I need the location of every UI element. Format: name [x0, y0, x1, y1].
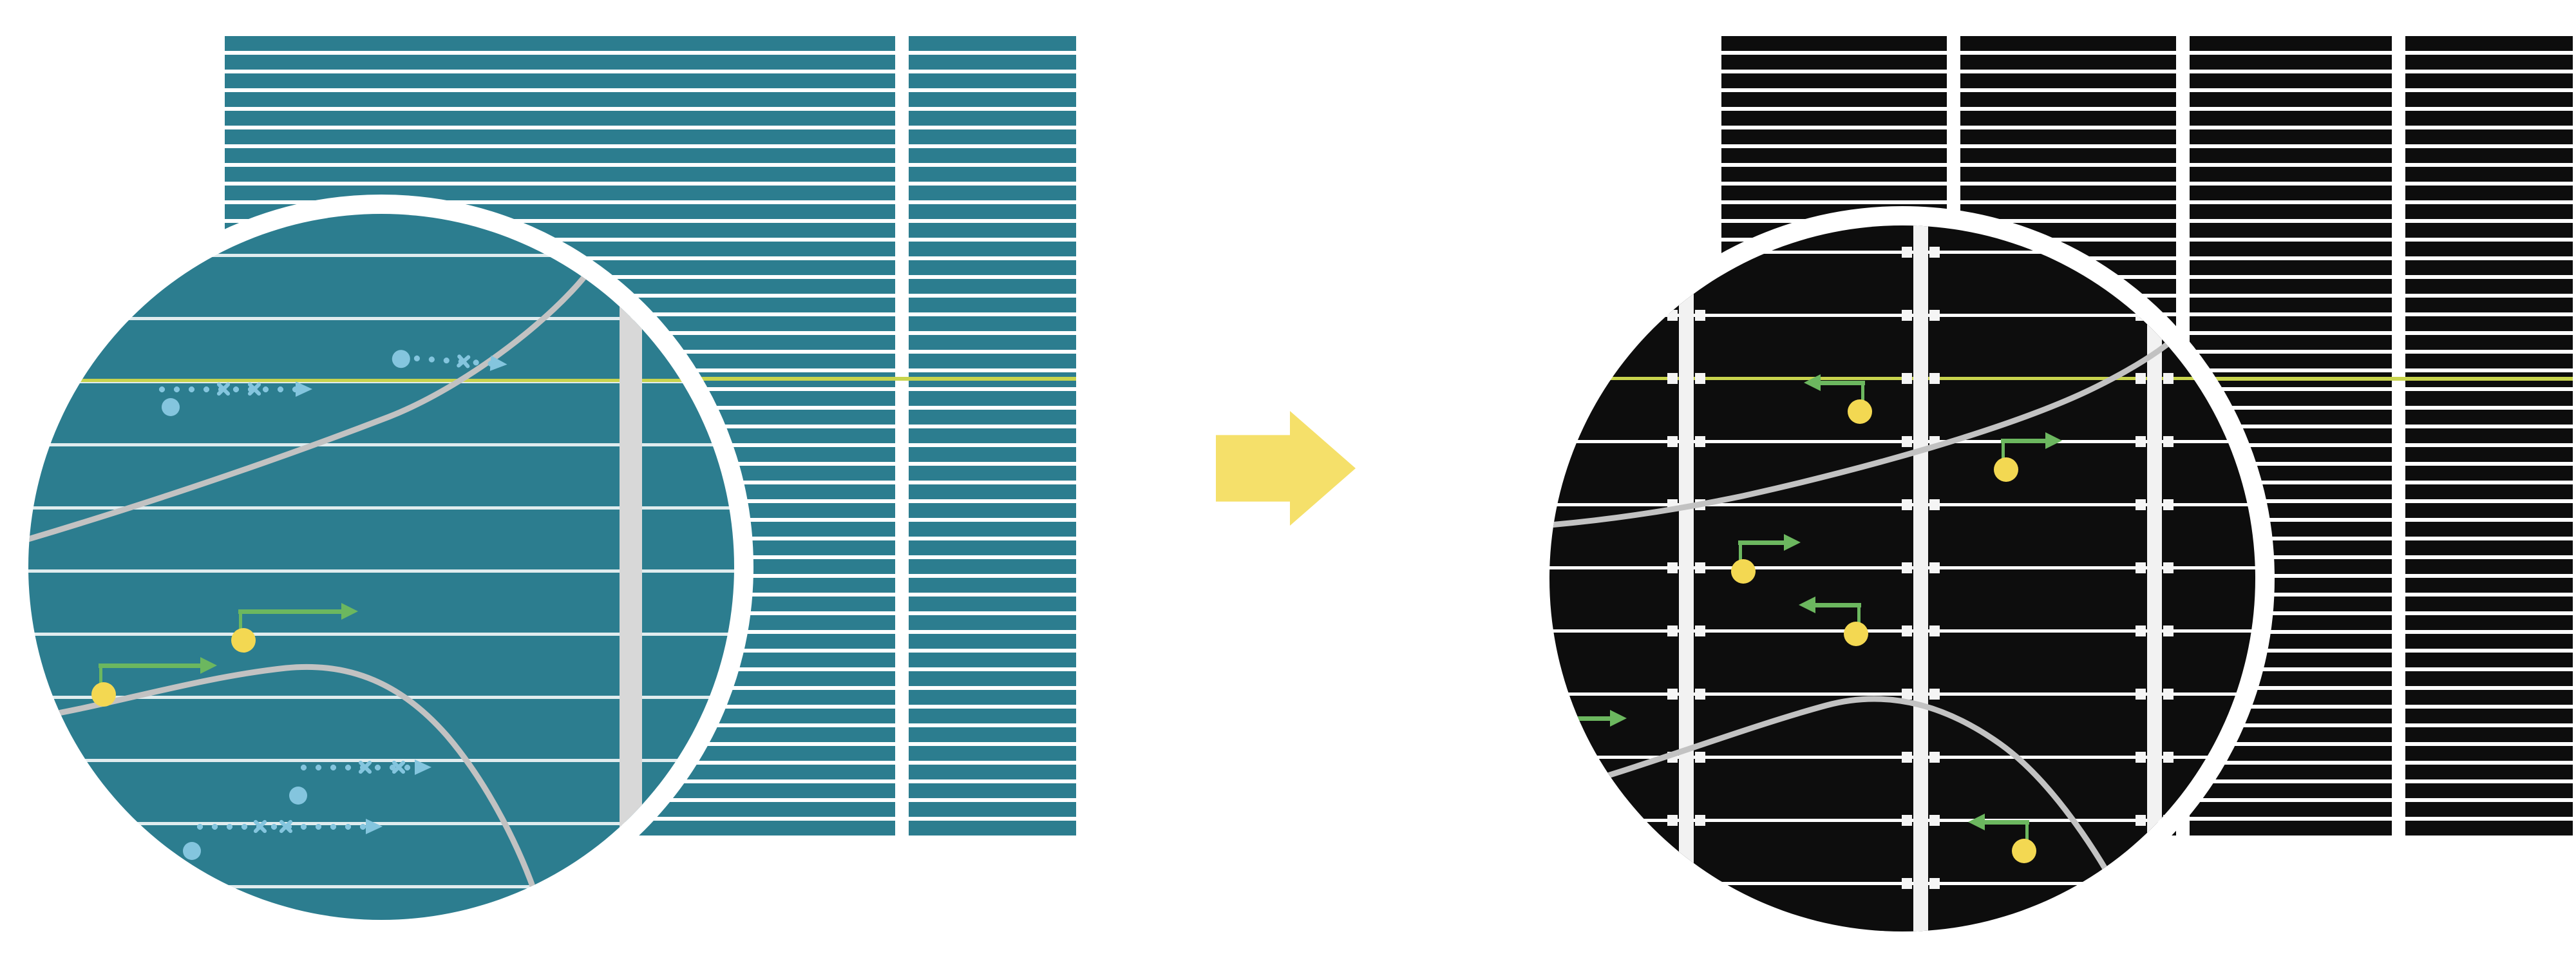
busbar-pad-column: [2163, 225, 2174, 931]
carrier-path: [1812, 603, 1861, 607]
busbar: [1913, 225, 1928, 931]
busbar-pad-column: [1929, 225, 1940, 931]
grain-boundary-layer: [1549, 312, 2203, 931]
carrier-path: [1981, 820, 2029, 825]
carrier-stem: [2002, 443, 2005, 461]
carrier-arrowhead-icon: [2045, 432, 2062, 449]
busbar-pad-column: [2136, 225, 2146, 931]
carrier-path: [1566, 716, 1614, 721]
carrier-circle: [1558, 735, 1583, 759]
carrier-circle: [1848, 399, 1872, 424]
grain-boundary-layer: [28, 236, 611, 920]
trap-cross-icon: [215, 381, 232, 397]
carrier-path: [1817, 381, 1865, 385]
trap-cross-icon: [390, 759, 407, 776]
highlighted-finger-line: [28, 379, 734, 382]
busbar: [620, 214, 642, 920]
electron-circle: [162, 398, 180, 416]
panel-busbar-gap: [2392, 36, 2405, 838]
carrier-arrowhead-icon: [1784, 534, 1801, 551]
transition-arrow-icon: [1216, 411, 1356, 526]
busbar-pad-column: [1695, 225, 1705, 931]
carrier-circle: [91, 682, 116, 707]
carrier-circle: [1844, 622, 1868, 646]
trap-cross-icon: [357, 759, 374, 776]
panel-busbar-gap: [895, 36, 909, 838]
carrier-arrowhead-icon: [1799, 597, 1815, 613]
electron-arrowhead-icon: [489, 355, 508, 372]
front-lens-content: [28, 214, 734, 920]
carrier-arrowhead-icon: [200, 657, 217, 674]
rear-magnifier-lens: [1530, 206, 2275, 951]
trap-cross-icon: [455, 352, 473, 370]
grain-boundary-curve: [28, 664, 547, 920]
carrier-circle: [2012, 839, 2036, 863]
grain-boundary-curve: [1549, 312, 2203, 528]
grain-boundary-curve: [28, 236, 611, 542]
carrier-path: [99, 664, 204, 668]
carrier-circle: [231, 628, 256, 653]
busbar-pad-column: [1902, 225, 1912, 931]
carrier-arrowhead-icon: [1610, 710, 1627, 727]
carrier-stem: [1861, 385, 1864, 403]
carrier-path: [238, 609, 345, 614]
trap-cross-icon: [252, 818, 269, 835]
electron-circle: [183, 842, 201, 860]
busbar: [2147, 225, 2162, 931]
carrier-stem: [1857, 607, 1861, 625]
carrier-path: [2001, 439, 2049, 443]
carrier-stem: [2025, 824, 2029, 842]
trap-cross-icon: [278, 818, 294, 835]
carrier-circle: [1994, 457, 2018, 482]
electron-circle: [289, 787, 307, 805]
front-magnifier-lens: [9, 195, 753, 939]
carrier-stem: [1566, 720, 1569, 738]
carrier-circle: [1731, 559, 1756, 584]
carrier-path: [1738, 540, 1788, 545]
carrier-stem: [1739, 544, 1742, 562]
carrier-arrowhead-icon: [1968, 814, 1985, 830]
trap-cross-icon: [246, 381, 263, 397]
electron-arrowhead-icon: [366, 819, 383, 834]
rear-lens-content: [1549, 225, 2255, 931]
carrier-stem: [99, 667, 102, 685]
electron-arrowhead-icon: [296, 381, 312, 397]
carrier-stem: [239, 613, 242, 631]
carrier-arrowhead-icon: [1804, 374, 1821, 391]
electron-arrowhead-icon: [415, 759, 431, 775]
carrier-arrowhead-icon: [341, 603, 358, 620]
grain-boundary-curve: [1549, 696, 2142, 931]
busbar: [1679, 225, 1694, 931]
